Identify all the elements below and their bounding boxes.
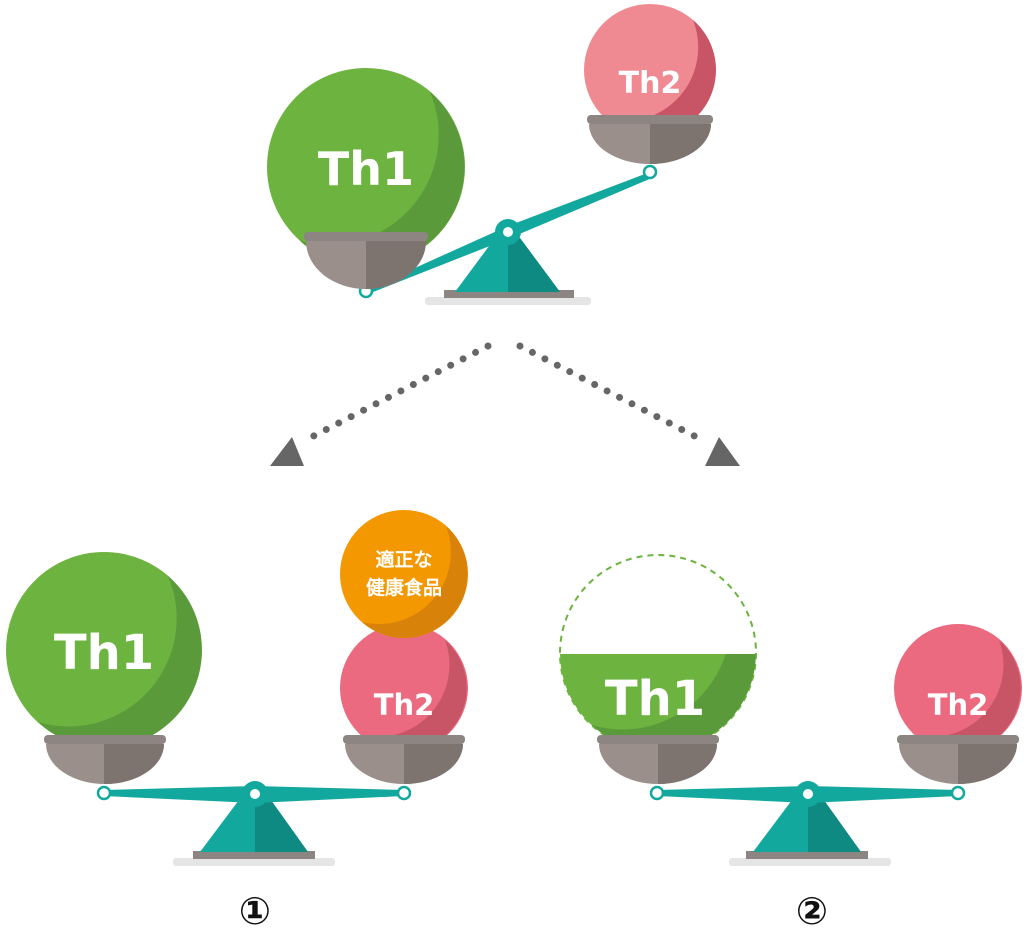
beam-end-right [396, 785, 412, 801]
scale-base-bar [193, 851, 315, 859]
beam-end-right [642, 164, 658, 180]
scale-base-plate [173, 858, 335, 866]
caption-2: ② [796, 889, 828, 933]
healthy-food-label-line1: 適正な [375, 548, 432, 571]
caption-1: ① [239, 889, 271, 933]
beam-end-right [950, 785, 966, 801]
scale-base-bar [444, 290, 574, 298]
dotted-arrow-left [270, 342, 492, 466]
beam-end-left [96, 785, 112, 801]
pan-rim [343, 735, 465, 744]
pan-rim [897, 735, 1019, 744]
th1-label: Th1 [318, 142, 414, 196]
pan-rim [304, 232, 428, 241]
th2-label: Th2 [928, 688, 989, 722]
th1-label: Th1 [54, 625, 154, 681]
top-balance-scale: Th1 Th2 [267, 4, 716, 305]
th2-label: Th2 [374, 688, 435, 722]
th2-label: Th2 [619, 66, 682, 101]
arrow-head-left [270, 437, 304, 466]
th1-label: Th1 [605, 671, 705, 727]
pan-rim [597, 735, 719, 744]
scale-base-plate [425, 297, 591, 305]
dotted-arrow-right [516, 342, 740, 466]
scale-base-plate [729, 858, 891, 866]
th1-original-size-outline [559, 554, 757, 752]
beam-end-left [649, 785, 665, 801]
pan-rim [587, 115, 713, 124]
arrow-head-right [705, 437, 740, 466]
balance-scale-1: Th1 適正な 健康食品 Th2 ① [6, 510, 468, 933]
th1-reduced-ball [560, 654, 756, 751]
healthy-food-label-line2: 健康食品 [366, 576, 442, 599]
pan-rim [44, 735, 166, 744]
balance-scale-2: Th1 Th2 ② [559, 554, 1022, 933]
scale-base-bar [746, 851, 868, 859]
